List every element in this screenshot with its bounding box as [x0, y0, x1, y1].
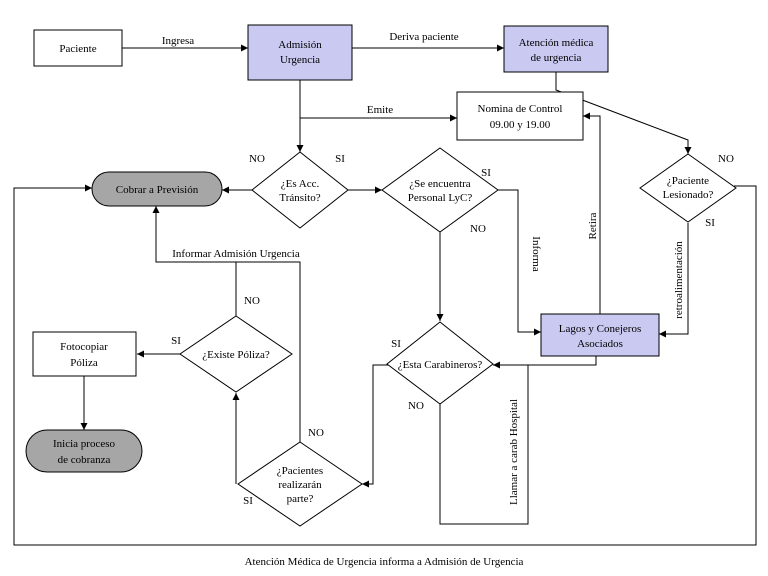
decision-personal-label-1: ¿Se encuentra	[409, 178, 470, 190]
node-lagos-conejeros: Lagos y Conejeros Asociados	[540, 313, 660, 357]
node-nomina-label-1: Nomina de Control	[478, 103, 563, 115]
label-lesionado-no: NO	[718, 153, 734, 165]
edge-lesionado-no	[13, 184, 757, 546]
edge-parte-no	[152, 206, 301, 442]
label-personal-no: NO	[470, 223, 486, 235]
node-inicia-cobranza: Inicia proceso de cobranza	[25, 429, 143, 473]
label-acc-no: NO	[249, 153, 265, 165]
decision-carabineros-label: ¿Esta Carabineros?	[398, 359, 483, 371]
decision-es-acc-transito: ¿Es Acc. Tránsito?	[251, 151, 349, 229]
edge-carab-si	[362, 364, 388, 488]
node-lagos-label-1: Lagos y Conejeros	[559, 323, 641, 335]
node-atencion-label-1: Atención médica	[519, 37, 594, 49]
node-cobrar-label: Cobrar a Previsión	[116, 184, 199, 196]
decision-lesionado-label-2: Lesionado?	[663, 189, 714, 201]
edge-atencion-lesionado	[555, 72, 692, 154]
node-atencion-medica: Atención médica de urgencia	[503, 25, 609, 73]
node-paciente-label: Paciente	[59, 43, 96, 55]
node-admision-label-1: Admisión	[278, 39, 322, 51]
label-poliza-si: SI	[171, 335, 181, 347]
decision-paciente-lesionado: ¿Paciente Lesionado?	[639, 153, 737, 223]
label-lesionado-si: SI	[705, 217, 715, 229]
edge-carab-no	[439, 365, 529, 525]
node-nomina-control: Nomina de Control 09.00 y 19.00	[456, 91, 584, 141]
label-parte-si: SI	[243, 495, 253, 507]
label-poliza-no: NO	[244, 295, 260, 307]
node-fotocopiar-poliza: Fotocopiar Póliza	[32, 331, 137, 377]
edge-retira	[583, 112, 601, 314]
decision-lesionado-label-1: ¿Paciente	[667, 175, 709, 187]
decision-personal-label-2: Personal LyC?	[408, 192, 473, 204]
decision-parte-label-3: parte?	[287, 493, 314, 505]
label-carab-si: SI	[391, 338, 401, 350]
decision-es-acc-label-1: ¿Es Acc.	[281, 178, 320, 190]
diagram-caption: Atención Médica de Urgencia informa a Ad…	[245, 556, 524, 568]
label-llamar-carab: Llamar a carab Hospital	[508, 399, 520, 505]
decision-pacientes-parte: ¿Pacientes realizarán parte?	[237, 441, 363, 527]
decision-parte-label-2: realizarán	[278, 479, 322, 491]
edge-labels: Ingresa Deriva paciente Emite NO SI SI N…	[162, 31, 734, 507]
node-lagos-label-2: Asociados	[577, 338, 623, 350]
label-carab-no: NO	[408, 400, 424, 412]
label-informar-admision: Informar Admisión Urgencia	[172, 248, 300, 260]
node-fotocopiar-label-2: Póliza	[70, 357, 98, 369]
label-acc-si: SI	[335, 153, 345, 165]
label-informa: Informa	[530, 236, 542, 272]
label-retroalimentacion: retroalimentación	[673, 241, 685, 319]
label-deriva: Deriva paciente	[389, 31, 458, 43]
decision-esta-carabineros: ¿Esta Carabineros?	[386, 321, 494, 405]
node-nomina-label-2: 09.00 y 19.00	[490, 119, 551, 131]
decision-existe-poliza: ¿Existe Póliza?	[179, 315, 293, 393]
label-emite: Emite	[367, 104, 393, 116]
connectors	[13, 44, 757, 546]
node-inicia-label-1: Inicia proceso	[53, 438, 115, 450]
node-atencion-label-2: de urgencia	[531, 52, 582, 64]
edge-lagos-carab	[493, 356, 597, 369]
node-admision-urgencia: Admisión Urgencia	[247, 24, 353, 81]
node-inicia-label-2: de cobranza	[58, 454, 111, 466]
edge-personal-si	[498, 189, 541, 336]
decision-es-acc-label-2: Tránsito?	[279, 192, 320, 204]
decision-parte-label-1: ¿Pacientes	[277, 465, 323, 477]
decision-poliza-label: ¿Existe Póliza?	[202, 349, 270, 361]
node-fotocopiar-label-1: Fotocopiar	[60, 341, 108, 353]
label-parte-no: NO	[308, 427, 324, 439]
node-paciente: Paciente	[33, 29, 123, 67]
node-admision-label-2: Urgencia	[280, 54, 320, 66]
edge-lesionado-si	[659, 223, 689, 338]
label-retira: Retira	[587, 212, 599, 239]
decision-personal-lyc: ¿Se encuentra Personal LyC?	[381, 147, 499, 233]
node-cobrar-prevision: Cobrar a Previsión	[91, 171, 223, 207]
label-personal-si: SI	[481, 167, 491, 179]
label-ingresa: Ingresa	[162, 35, 194, 47]
